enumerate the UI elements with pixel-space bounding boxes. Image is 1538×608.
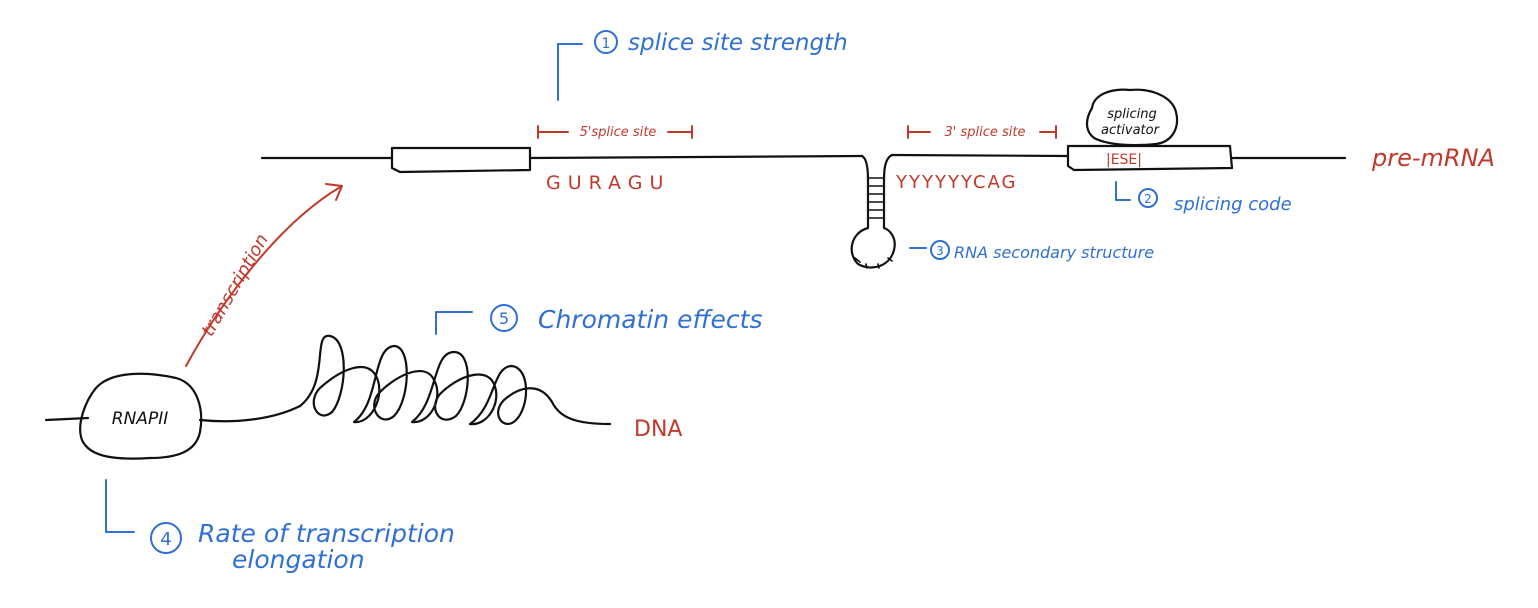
factor-1-text: splice site strength (628, 30, 848, 56)
factor-5-text: Chromatin effects (538, 305, 762, 334)
three-splice-site-label: 3' splice site (945, 125, 1026, 140)
factor-2-text: splicing code (1174, 194, 1292, 215)
factor-1-circle (594, 30, 618, 54)
factor-5-callout: 5 Chromatin effects (435, 304, 762, 335)
hairpin-base-pairs (854, 177, 893, 269)
five-splice-site-label: 5'splice site (580, 125, 657, 140)
factor-1-callout: 1 splice site strength (557, 30, 848, 101)
splicing-activator-blob (1085, 88, 1179, 147)
factor-3-text: RNA secondary structure (954, 243, 1154, 262)
three-splice-site-sequence: YYYYYYCAG (895, 172, 1018, 193)
dna-label: DNA (634, 417, 682, 442)
factor-3-circle (930, 240, 950, 260)
transcription-label: transcription (198, 230, 273, 340)
factor-2-callout: 2 splicing code (1115, 181, 1292, 215)
factor-3-number: 3 (936, 244, 944, 258)
factor-4-text-line2: elongation (232, 545, 365, 574)
factor-4-text-line1: Rate of transcription (198, 519, 455, 548)
hairpin-stem (850, 153, 896, 269)
exon-2 (1066, 144, 1234, 172)
factor-4-number: 4 (160, 529, 171, 550)
factor-3-callout: 3 RNA secondary structure (909, 240, 1154, 262)
rnap-blob (79, 372, 203, 460)
five-splice-site-bracket: 5'splice site (537, 125, 693, 140)
splicing-activator-line2: activator (1101, 123, 1161, 138)
factor-5-circle (490, 304, 518, 332)
rnap-label: RNAPII (112, 409, 168, 429)
factor-2-circle (1138, 188, 1158, 208)
exon-1 (390, 146, 532, 174)
five-splice-site-sequence: GURAGU (546, 172, 670, 194)
factor-1-number: 1 (602, 36, 611, 52)
factor-5-number: 5 (499, 309, 509, 328)
pre-mrna-label: pre-mRNA (1371, 144, 1495, 172)
splicing-activator-line1: splicing (1107, 107, 1157, 122)
factor-2-number: 2 (1144, 192, 1152, 206)
three-splice-site-bracket: 3' splice site (907, 125, 1057, 140)
pre-mrna-strand (260, 144, 1347, 269)
chromatin-coils (298, 334, 612, 426)
transcription-arrow (185, 183, 343, 367)
factor-4-callout: 4 Rate of transcription elongation (105, 479, 455, 574)
factor-4-circle (150, 522, 182, 554)
ese-label: |ESE| (1106, 152, 1142, 168)
